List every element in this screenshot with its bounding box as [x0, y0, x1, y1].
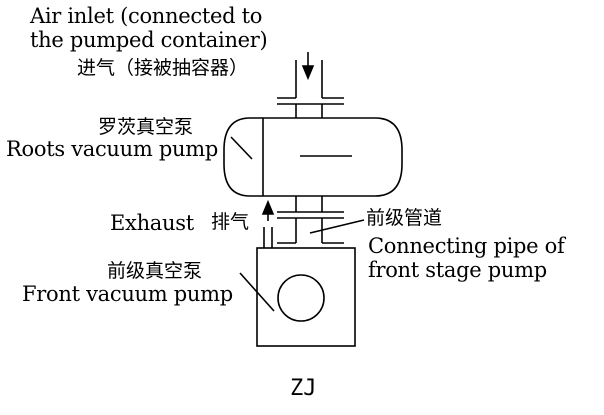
- exhaust-arrow-head: [261, 199, 275, 215]
- exhaust-label-zh: 排气: [211, 211, 250, 233]
- front-pump-leader: [239, 272, 275, 312]
- roots-pump-leader: [230, 136, 253, 160]
- connecting-pipe: [277, 196, 344, 244]
- inlet-pipe: [277, 60, 344, 118]
- connecting-pipe-label-en-line2: front stage pump: [368, 258, 547, 282]
- front-pump-body: [256, 247, 356, 347]
- connecting-pipe-label-en-line1: Connecting pipe of: [368, 234, 565, 258]
- inlet-label-zh: 进气（接被抽容器）: [77, 57, 249, 79]
- roots-pump-label-en: Roots vacuum pump: [6, 137, 218, 161]
- zj-mark: ZJ: [290, 376, 317, 401]
- connecting-pipe-leader: [309, 219, 365, 234]
- exhaust-label-en: Exhaust: [110, 211, 194, 235]
- roots-pump-body: [223, 117, 403, 197]
- inlet-label-en-line1: Air inlet (connected to: [30, 4, 263, 28]
- connecting-pipe-label-zh: 前级管道: [366, 207, 443, 229]
- front-pump-label-zh: 前级真空泵: [107, 260, 203, 282]
- exhaust-stub: [263, 227, 273, 248]
- inlet-label-en-line2: the pumped container): [30, 28, 268, 52]
- roots-pump-label-zh: 罗茨真空泵: [98, 116, 194, 138]
- front-pump-label-en: Front vacuum pump: [22, 282, 233, 306]
- inlet-arrow-head: [301, 65, 315, 81]
